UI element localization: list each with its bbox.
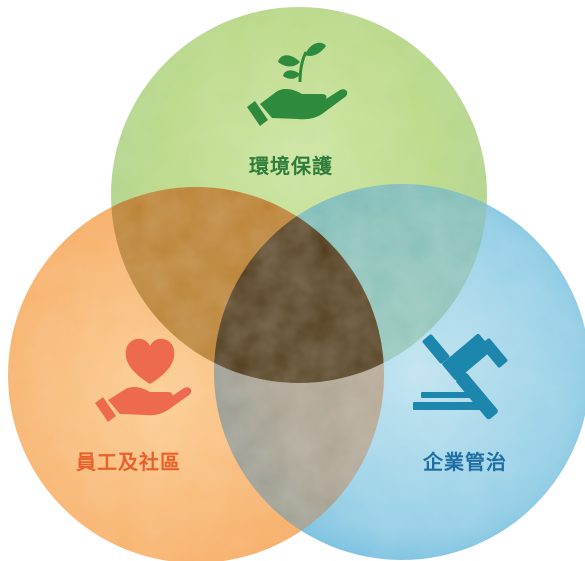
plant-in-hand-icon xyxy=(247,42,348,126)
center-label: 可持續發展 業務營運 xyxy=(0,0,130,48)
heart-in-hand-icon xyxy=(95,338,192,422)
governance-label: 企業管治 xyxy=(423,450,507,474)
center-label-line1: 可持續發展 xyxy=(27,3,103,21)
environment-label: 環境保護 xyxy=(249,154,333,178)
center-label-line2: 業務營運 xyxy=(34,27,95,45)
employees-community-label: 員工及社區 xyxy=(76,450,181,474)
gavel-icon xyxy=(413,333,508,420)
